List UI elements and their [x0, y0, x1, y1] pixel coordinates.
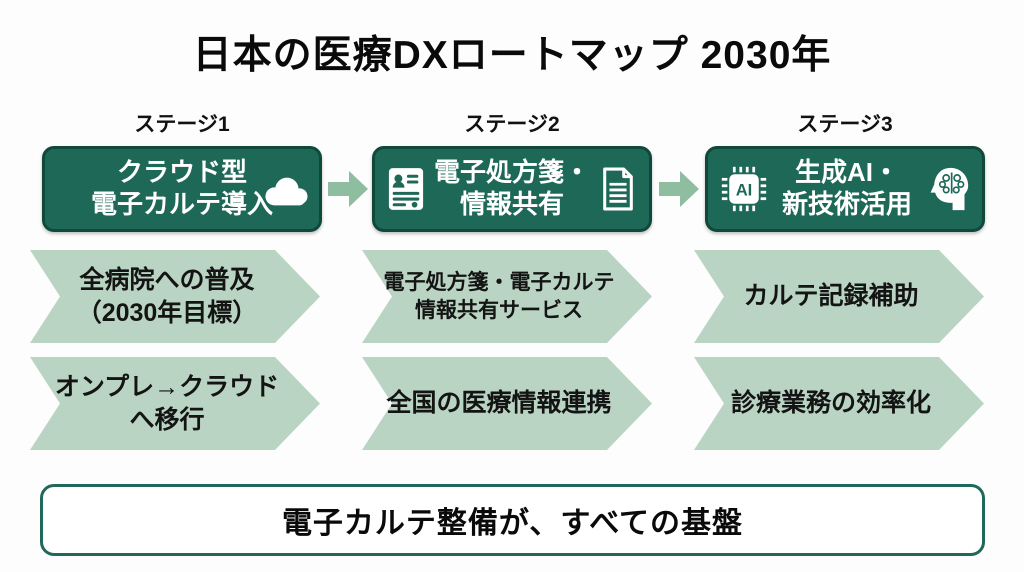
stage3-goal1-text: カルテ記録補助 — [726, 250, 936, 343]
stage2-box: 電子処方箋・ 情報共有 — [372, 146, 652, 232]
stage3-goal2-line1: 診療業務の効率化 — [730, 389, 931, 418]
patient-record-icon — [387, 166, 425, 212]
arrow-right-icon — [659, 170, 699, 210]
stage2-goal2-chevron: 全国の医療情報連携 — [362, 357, 652, 450]
stage1-goal2-chevron: オンプレ→クラウド へ移行 — [30, 357, 320, 450]
stage1-goal2-text: オンプレ→クラウド へ移行 — [55, 357, 279, 450]
stage3-goal2-text: 診療業務の効率化 — [726, 357, 936, 450]
stage2-goal2-text: 全国の医療情報連携 — [387, 357, 612, 450]
stage3-goal1-chevron: カルテ記録補助 — [694, 250, 984, 343]
stage1-goal1-line2: （2030年目標） — [76, 298, 258, 327]
stage1-goal1-line1: 全病院への普及 — [79, 266, 255, 294]
stage1-goal2-line1: オンプレ→クラウド — [54, 373, 280, 401]
head-brain-icon — [926, 164, 970, 214]
stage1-box-line2: 電子カルテ導入 — [90, 189, 273, 219]
document-icon — [599, 166, 637, 212]
stage3-goal2-chevron: 診療業務の効率化 — [694, 357, 984, 450]
stage2-label: ステージ2 — [464, 113, 560, 136]
page-title: 日本の医療DXロートマップ 2030年 — [192, 34, 832, 77]
stage3-box-line2: 新技術活用 — [781, 189, 912, 219]
stage2-box-line1: 電子処方箋・ — [433, 157, 590, 188]
stage1-goal1-chevron: 全病院への普及 （2030年目標） — [30, 250, 320, 343]
ai-chip-label: AI — [736, 180, 753, 199]
stage2-goal1-chevron: 電子処方箋・電子カルテ 情報共有サービス — [362, 250, 652, 343]
stage2-goal1-line1: 電子処方箋・電子カルテ — [383, 271, 615, 295]
footer-banner: 電子カルテ整備が、すべての基盤 — [40, 484, 985, 556]
stage2-box-line2: 情報共有 — [459, 189, 564, 219]
stage1-goal1-text: 全病院への普及 （2030年目標） — [62, 250, 272, 343]
stage1-box-line1: クラウド型 — [116, 157, 247, 188]
stage1-box: クラウド型 電子カルテ導入 — [42, 146, 322, 232]
stage1-box-text: クラウド型 電子カルテ導入 — [91, 157, 273, 220]
stage2-goal2-line1: 全国の医療情報連携 — [386, 389, 612, 418]
stage2-goal1-text: 電子処方箋・電子カルテ 情報共有サービス — [384, 250, 615, 343]
stage3-box: AI 生成AI・ 新技術活用 — [705, 146, 985, 232]
stage2-box-text: 電子処方箋・ 情報共有 — [434, 157, 590, 220]
stage1-label: ステージ1 — [134, 113, 230, 136]
ai-chip-icon: AI — [720, 165, 768, 213]
stage3-box-text: 生成AI・ 新技術活用 — [782, 157, 912, 220]
stage2-goal1-line2: 情報共有サービス — [415, 298, 583, 322]
cloud-icon — [259, 174, 313, 213]
footer-text: 電子カルテ整備が、すべての基盤 — [281, 507, 744, 540]
stage3-label: ステージ3 — [797, 113, 893, 136]
stage1-goal2-line2: へ移行 — [129, 405, 205, 434]
stage3-box-line1: 生成AI・ — [794, 157, 899, 188]
stage3-goal1-line1: カルテ記録補助 — [743, 282, 919, 311]
arrow-right-icon — [328, 170, 368, 210]
